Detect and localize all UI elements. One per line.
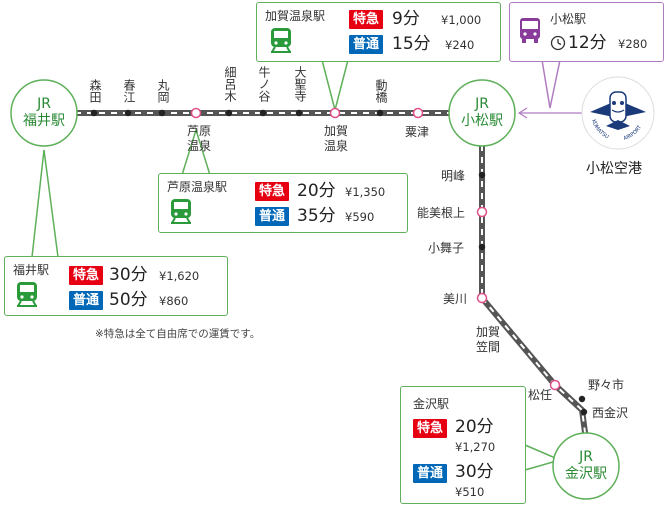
- express-time: 30分: [109, 265, 148, 285]
- station-dot-nonoichi: [578, 395, 586, 403]
- hub-label-kanazawa: JR 金沢駅: [556, 449, 616, 483]
- local-badge: 普通: [69, 291, 103, 310]
- station-label-meiho: 明峰: [441, 169, 466, 183]
- station-label-hosorogi: 細呂木: [223, 66, 237, 102]
- bus-fare: ¥280: [618, 37, 648, 51]
- local-time: 30分: [455, 462, 494, 482]
- hub-komatsu-line2: 小松駅: [461, 113, 503, 129]
- local-fare: ¥590: [345, 210, 375, 224]
- express-fare-note: ※特急は全て自由席での運賃です。: [95, 328, 261, 340]
- clock-icon: [550, 35, 566, 51]
- callout-tail-fukui: [31, 149, 59, 258]
- local-badge: 普通: [349, 35, 383, 54]
- callout-tail-airport: [541, 59, 561, 109]
- fare-box-fukui: 福井駅 特急 30分 ¥1,620 普通 50分 ¥860: [4, 256, 228, 316]
- station-label-awazu: 粟津: [405, 125, 430, 139]
- hub-label-fukui: JR 福井駅: [14, 96, 74, 130]
- callout-tail-kaga: [321, 59, 349, 113]
- station-dot-kagaonsen: [329, 107, 341, 119]
- local-badge: 普通: [413, 464, 447, 483]
- station-dot-meiho: [478, 171, 486, 179]
- station-label-matto: 松任: [528, 388, 553, 402]
- local-fare: ¥860: [159, 294, 189, 308]
- fare-box-awara: 芦原温泉駅 特急 20分 ¥1,350 普通 35分 ¥590: [158, 173, 408, 233]
- station-dot-hosorogi: [225, 109, 233, 117]
- hub-fukui-line1: JR: [37, 96, 51, 112]
- station-label-nomineagari: 能美根上: [417, 206, 466, 220]
- station-label-daishoji: 大聖寺: [293, 66, 307, 102]
- station-label-mikawa: 美川: [443, 292, 468, 306]
- station-label-komaiko: 小舞子: [428, 241, 465, 255]
- station-label-iburihashi: 動橋: [374, 79, 388, 103]
- hub-komatsu-line1: JR: [475, 96, 489, 112]
- fare-box-kanazawa: 金沢駅 特急 20分 ¥1,270 普通 30分 ¥510: [400, 386, 526, 504]
- bus-box-komatsu: 小松駅 12分 ¥280: [509, 2, 664, 62]
- express-badge: 特急: [255, 182, 289, 201]
- train-icon: [17, 282, 37, 307]
- station-label-awara: 芦原温泉: [186, 124, 211, 153]
- fare-box-fukui-title: 福井駅: [13, 263, 50, 277]
- station-label-maruoka: 丸岡: [156, 79, 170, 103]
- hub-circle-fukui: [10, 79, 78, 147]
- express-badge: 特急: [413, 419, 447, 438]
- station-dot-awazu: [412, 107, 424, 119]
- local-time: 15分: [392, 34, 431, 54]
- bus-box-title: 小松駅: [550, 12, 587, 26]
- station-dot-komaiko: [478, 243, 486, 251]
- hub-kanazawa-line2: 金沢駅: [565, 466, 607, 482]
- express-time: 20分: [297, 181, 336, 201]
- hub-label-komatsu: JR 小松駅: [452, 96, 512, 130]
- bus-icon: [520, 18, 540, 43]
- airport-logo: KOMATSU AIRPORT: [581, 76, 655, 150]
- station-dot-awara: [190, 107, 202, 119]
- station-dot-iburihashi: [376, 109, 384, 117]
- station-label-kagakasama: 加賀笠間: [475, 325, 500, 354]
- station-label-nishikanazawa: 西金沢: [592, 406, 629, 420]
- rail-line-hokuriku: [75, 110, 589, 441]
- local-time: 50分: [109, 290, 148, 310]
- fare-box-kaga-title: 加賀温泉駅: [265, 9, 326, 23]
- station-label-kagaonsen: 加賀温泉: [323, 124, 348, 153]
- train-icon: [271, 28, 291, 53]
- express-fare: ¥1,620: [159, 269, 200, 283]
- express-time: 9分: [392, 9, 420, 29]
- station-dots: [90, 107, 588, 416]
- station-dot-ushinoya: [259, 109, 267, 117]
- station-dot-matto: [549, 379, 561, 391]
- station-dot-mikawa: [476, 292, 488, 304]
- hub-circle-kanazawa: [552, 432, 620, 500]
- express-time: 20分: [455, 417, 494, 437]
- fare-box-kanazawa-title: 金沢駅: [413, 397, 450, 411]
- express-badge: 特急: [69, 266, 103, 285]
- airport-link: [517, 107, 590, 119]
- callout-tail-awara: [181, 127, 211, 176]
- station-dot-daishoji: [295, 109, 303, 117]
- station-dot-harue: [124, 109, 132, 117]
- station-label-morita: 森田: [88, 79, 102, 103]
- local-badge: 普通: [255, 207, 289, 226]
- local-time: 35分: [297, 206, 336, 226]
- train-icon: [171, 199, 191, 224]
- fare-box-kaga: 加賀温泉駅 特急 9分 ¥1,000 普通 15分 ¥240: [256, 2, 501, 62]
- station-dot-nomineagari: [476, 206, 488, 218]
- express-fare: ¥1,350: [345, 185, 386, 199]
- hub-kanazawa-line1: JR: [579, 449, 593, 465]
- hub-fukui-line2: 福井駅: [23, 113, 65, 129]
- station-label-ushinoya: 牛ノ谷: [257, 66, 271, 102]
- station-dot-maruoka: [158, 109, 166, 117]
- express-fare: ¥1,270: [455, 440, 496, 454]
- station-label-nonoichi: 野々市: [588, 378, 625, 392]
- express-badge: 特急: [349, 10, 383, 29]
- express-fare: ¥1,000: [441, 13, 482, 27]
- hub-circle-komatsu: [448, 79, 516, 147]
- local-fare: ¥510: [455, 485, 485, 499]
- fare-box-awara-title: 芦原温泉駅: [167, 180, 228, 194]
- station-label-harue: 春江: [122, 79, 136, 103]
- local-fare: ¥240: [445, 38, 475, 52]
- station-dot-nishikanazawa: [580, 408, 588, 416]
- bus-time: 12分: [568, 33, 607, 53]
- airport-name: 小松空港: [586, 161, 642, 177]
- station-dot-morita: [90, 109, 98, 117]
